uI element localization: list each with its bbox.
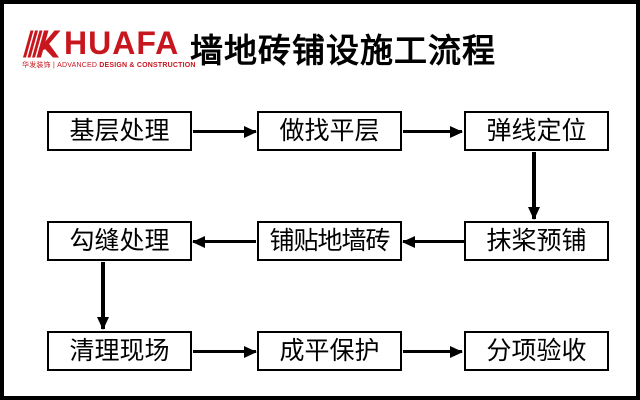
flow-node-finish-protection: 成平保护 — [257, 331, 402, 371]
arrow-down-icon — [101, 262, 105, 329]
arrow-right-icon — [403, 350, 462, 353]
flow-node-site-cleanup: 清理现场 — [47, 331, 192, 371]
brand-tagline: 华发装饰 | ADVANCED DESIGN & CONSTRUCTION — [22, 60, 222, 70]
page-title: 墙地砖铺设施工流程 — [190, 32, 496, 69]
arrow-right-icon — [193, 350, 256, 353]
arrow-right-icon — [403, 130, 462, 133]
arrow-down-icon — [532, 152, 536, 219]
flow-node-acceptance: 分项验收 — [464, 331, 609, 371]
flow-node-tile-paving: 铺贴地墙砖 — [257, 221, 402, 261]
flow-node-jointing: 勾缝处理 — [47, 221, 192, 261]
brand-tagline-en: | ADVANCED — [52, 62, 100, 69]
huafa-logo: HUAFA 华发装饰 | ADVANCED DESIGN & CONSTRUCT… — [21, 25, 195, 74]
flow-node-line-positioning: 弹线定位 — [464, 111, 609, 151]
arrow-left-icon — [403, 240, 464, 243]
brand-tagline-zh: 华发装饰 — [22, 62, 53, 69]
flow-node-leveling-layer: 做找平层 — [257, 111, 402, 151]
flow-node-base-treatment: 基层处理 — [47, 111, 192, 151]
brand-name: HUAFA — [64, 25, 180, 61]
arrow-left-icon — [193, 240, 256, 243]
huafa-k-icon — [23, 30, 61, 58]
brand-tagline-en-bold: DESIGN & CONSTRUCTION — [99, 62, 196, 69]
arrow-right-icon — [193, 130, 256, 133]
flow-node-mortar-prelay: 抹桨预铺 — [464, 221, 609, 261]
